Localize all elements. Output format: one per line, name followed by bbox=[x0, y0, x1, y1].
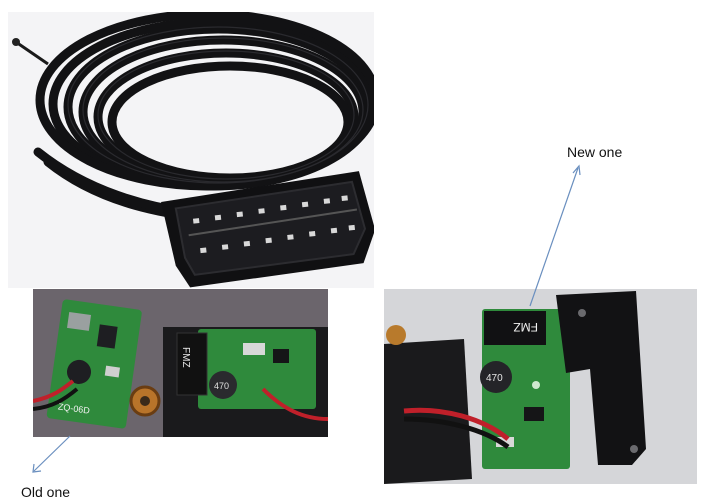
old-board-code-label: ZQ-06D bbox=[57, 401, 91, 415]
new-one-arrowhead bbox=[572, 164, 581, 176]
new-board-illustration: FMZ 470 bbox=[384, 289, 697, 484]
new-one-arrow bbox=[529, 167, 579, 307]
obd-cable-illustration bbox=[8, 12, 374, 288]
old-photo-inductor-label: 470 bbox=[214, 381, 229, 391]
old-board-illustration: ZQ-06D FMZ 470 bbox=[33, 289, 328, 437]
old-one-caption: Old one bbox=[21, 484, 71, 500]
old-board-photo: ZQ-06D FMZ 470 bbox=[33, 289, 328, 437]
new-photo-brand-label: FMZ bbox=[513, 320, 538, 334]
new-one-caption: New one bbox=[567, 144, 623, 160]
old-one-arrowhead bbox=[32, 463, 42, 473]
obd-cable-photo bbox=[8, 12, 374, 288]
old-one-arrow bbox=[33, 435, 71, 472]
old-photo-brand-label: FMZ bbox=[180, 347, 191, 368]
new-photo-inductor-label: 470 bbox=[486, 373, 503, 384]
new-board-photo: FMZ 470 bbox=[384, 289, 697, 484]
